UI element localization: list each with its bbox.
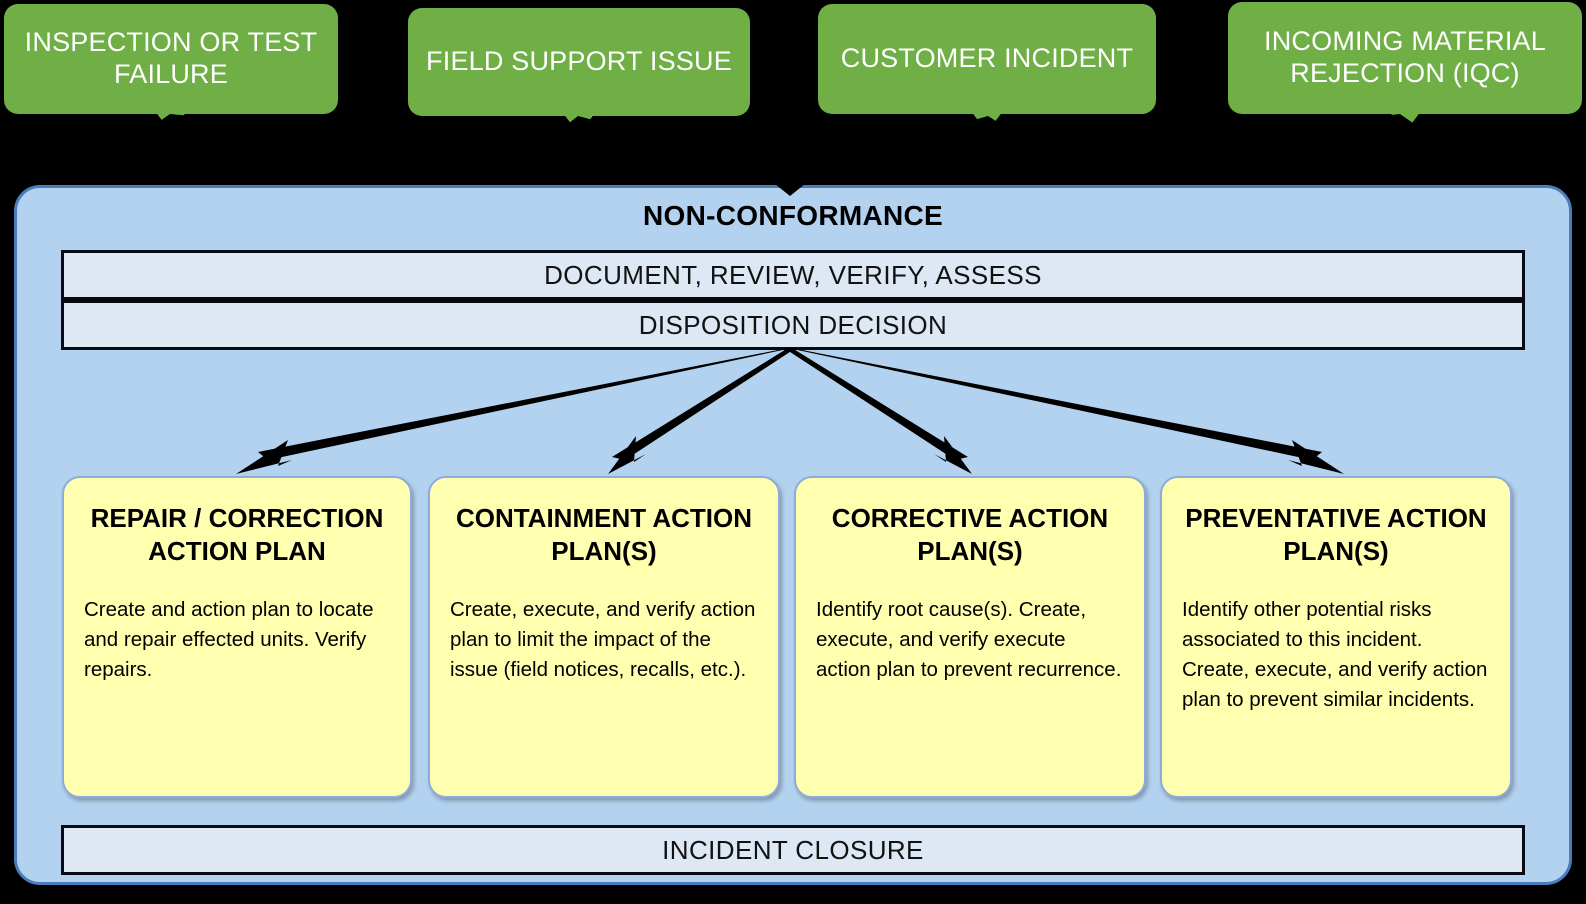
card-body: Create, execute, and verify action plan …: [450, 597, 756, 681]
trigger-box-customer-incident[interactable]: CUSTOMER INCIDENT: [818, 4, 1156, 114]
trigger-label: INSPECTION OR TEST FAILURE: [24, 27, 318, 89]
band-disposition-decision[interactable]: DISPOSITION DECISION: [61, 300, 1525, 350]
trigger-label: CUSTOMER INCIDENT: [840, 43, 1134, 74]
card-body: Create and action plan to locate and rep…: [84, 597, 374, 681]
band-document-review-verify-assess[interactable]: DOCUMENT, REVIEW, VERIFY, ASSESS: [61, 250, 1525, 300]
band-label: DOCUMENT, REVIEW, VERIFY, ASSESS: [544, 259, 1042, 290]
band-label: INCIDENT CLOSURE: [662, 834, 924, 865]
band-label: DISPOSITION DECISION: [638, 309, 948, 340]
trigger-label: INCOMING MATERIAL REJECTION (IQC): [1264, 26, 1546, 88]
page-title: NON-CONFORMANCE: [642, 200, 944, 231]
card-preventative-action-plans[interactable]: PREVENTATIVE ACTION PLAN(S) Identify oth…: [1160, 476, 1512, 798]
card-body: Identify other potential risks associate…: [1182, 597, 1488, 711]
card-title: PREVENTATIVE ACTION PLAN(S): [1185, 503, 1487, 567]
card-repair-correction-action-plan[interactable]: REPAIR / CORRECTION ACTION PLAN Create a…: [62, 476, 412, 798]
card-title: CORRECTIVE ACTION PLAN(S): [831, 503, 1109, 567]
converging-arrow-into-panel: [150, 114, 1420, 196]
band-incident-closure[interactable]: INCIDENT CLOSURE: [61, 825, 1525, 875]
card-title: REPAIR / CORRECTION ACTION PLAN: [90, 503, 384, 567]
card-containment-action-plans[interactable]: CONTAINMENT ACTION PLAN(S) Create, execu…: [428, 476, 780, 798]
card-corrective-action-plans[interactable]: CORRECTIVE ACTION PLAN(S) Identify root …: [794, 476, 1146, 798]
trigger-box-incoming-material-rejection[interactable]: INCOMING MATERIAL REJECTION (IQC): [1228, 2, 1582, 114]
card-title: CONTAINMENT ACTION PLAN(S): [455, 503, 753, 567]
card-body: Identify root cause(s). Create, execute,…: [816, 597, 1122, 681]
trigger-label: FIELD SUPPORT ISSUE: [426, 46, 732, 77]
trigger-box-inspection-or-test-failure[interactable]: INSPECTION OR TEST FAILURE: [4, 4, 338, 114]
trigger-box-field-support-issue[interactable]: FIELD SUPPORT ISSUE: [408, 8, 750, 116]
